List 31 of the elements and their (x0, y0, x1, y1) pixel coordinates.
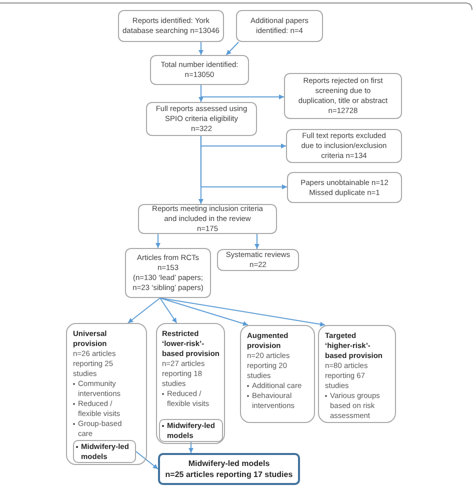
process-box (286, 129, 402, 163)
process-box (236, 10, 323, 42)
process-box (138, 204, 277, 234)
arrow (198, 42, 204, 56)
category-box (318, 325, 396, 423)
process-box (287, 172, 402, 203)
process-box (146, 102, 257, 136)
process-box (150, 55, 249, 85)
arrow (160, 298, 249, 326)
category-box (240, 325, 315, 423)
arrow (226, 42, 240, 56)
process-box (284, 73, 402, 119)
category-box (156, 323, 225, 444)
result-box (158, 453, 300, 485)
box-text: n=25 articles reporting 17 studies (165, 469, 293, 480)
arrow (198, 136, 204, 204)
process-box (125, 248, 211, 298)
category-box (66, 323, 147, 465)
arrow (198, 84, 204, 102)
arrow (160, 298, 326, 327)
arrow (188, 442, 194, 454)
arrow (156, 234, 161, 248)
arrow (254, 234, 260, 250)
arrow (160, 298, 178, 324)
process-box (217, 249, 299, 271)
sub-box (159, 419, 223, 442)
process-box (118, 10, 224, 42)
arrow (136, 451, 158, 470)
arrow (127, 298, 160, 324)
box-text: Midwifery-led models (188, 458, 270, 469)
sub-box (73, 440, 136, 463)
